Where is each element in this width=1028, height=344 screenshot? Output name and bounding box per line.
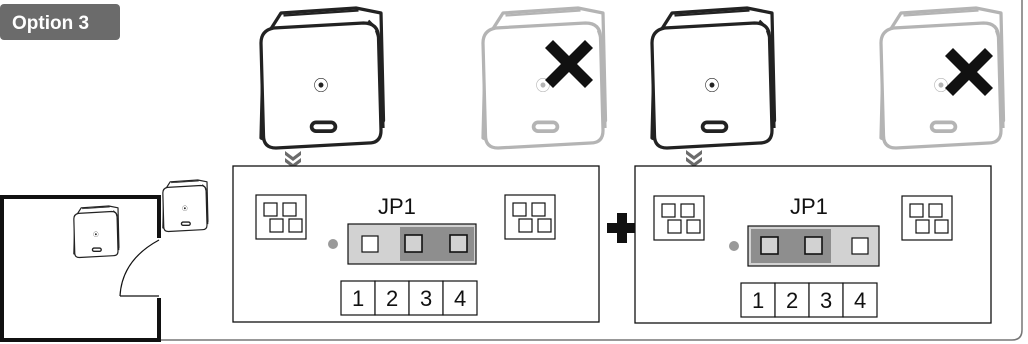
door-swing [119,239,160,297]
panel-1-pin-number: 4 [454,286,466,311]
panel-2-rejected-device-icon [879,6,1006,150]
room-illustration [0,179,209,342]
panel-1-left-connector [255,194,307,240]
panel-1-jumper-label: JP1 [378,194,416,219]
panel-1-pin1-marker [328,239,338,249]
panel-2-pin-numbers: 1 2 3 4 [740,282,878,318]
panel-2-pin-number: 3 [820,288,832,313]
panel-1-kept-device-icon [259,6,386,150]
panel-1-pin-number: 2 [386,286,398,311]
option-badge-label: Option 3 [12,13,89,34]
panel-1-right-connector [504,194,556,240]
panel-2-right-connector [901,195,953,241]
panel-2-arrow-icon [686,150,702,167]
panel-2-board: JP1 1 2 3 4 [634,165,992,324]
panel-1-jumper-header [347,223,477,265]
panel-1-pin-numbers: 1 2 3 4 [340,280,478,316]
panel-1-board: JP1 1 2 3 4 [232,165,600,323]
panel-2-pin-number: 2 [786,288,798,313]
option-badge: Option 3 [0,4,120,40]
panel-1-devices [259,6,608,168]
room-indoor-device-icon [73,205,120,259]
panel-2-jumper-header [747,225,880,267]
panel-1-pin-number: 1 [352,286,364,311]
panel-2-pin1-marker [729,241,739,251]
panel-2-pin-number: 4 [854,288,866,313]
panel-2-pin-number: 1 [752,288,764,313]
panel-1-pin-number: 3 [420,286,432,311]
panel-2-jumper-label: JP1 [790,194,828,219]
panel-2-kept-device-icon [650,6,777,150]
room-outdoor-device-icon [162,179,209,233]
panel-2-left-connector [653,195,705,241]
panel-2-devices [650,6,1006,167]
plus-icon [607,213,637,243]
